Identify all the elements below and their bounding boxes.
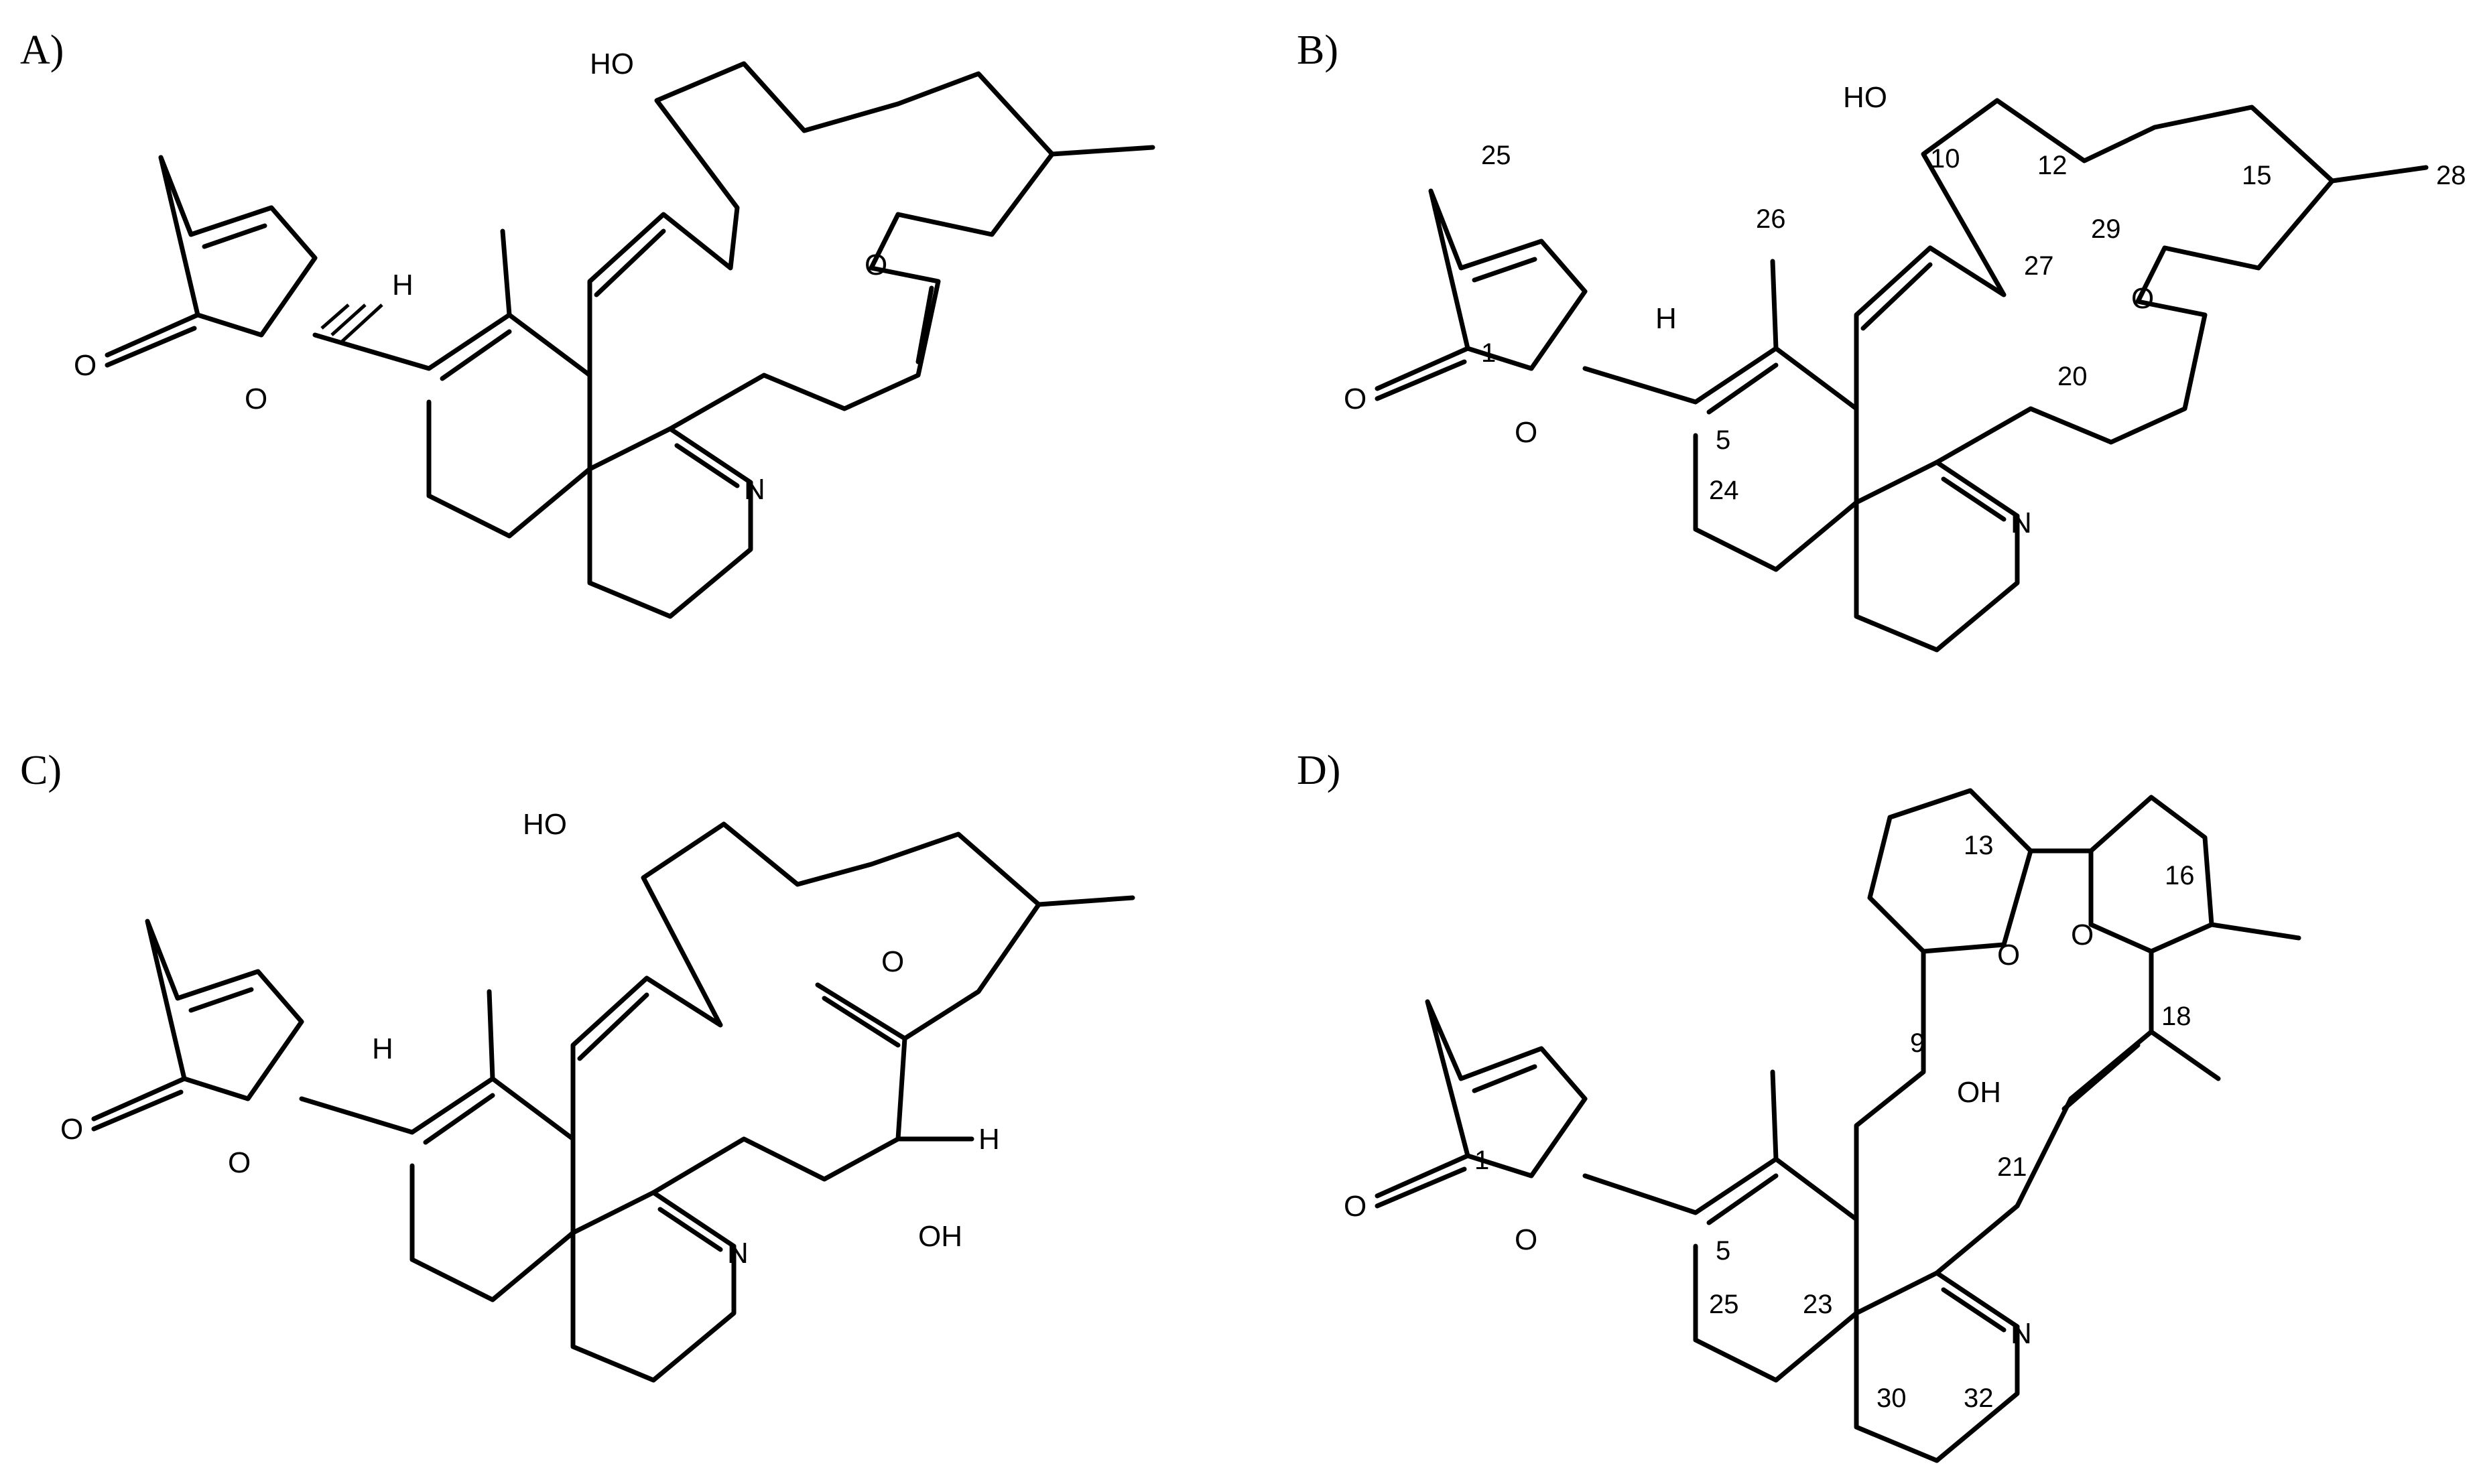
panel-d-cyclohexene <box>1582 1156 1859 1383</box>
panel-a-macrocycle-bottom <box>668 151 1055 431</box>
panel-d-left-o: O <box>1997 939 2020 971</box>
panel-b-ho: HO <box>1843 81 1887 114</box>
panel-d-num-9: 9 <box>1910 1028 1925 1058</box>
panel-d-num-13: 13 <box>1964 831 1994 860</box>
panel-b-num-12: 12 <box>2037 151 2068 180</box>
panel-d-num-21: 21 <box>1997 1152 2027 1182</box>
panel-d: D) O O N O O OH 1 5 25 23 30 32 9 13 16 … <box>1297 748 2301 1463</box>
panel-c-macrocycle-top <box>570 821 1135 1142</box>
panel-d-num-23: 23 <box>1803 1290 1833 1319</box>
panel-d-ring-o: O <box>1515 1223 1537 1256</box>
panel-b-num-24: 24 <box>1709 476 1739 505</box>
panel-b-num-28: 28 <box>2436 161 2466 190</box>
panel-d-num-18: 18 <box>2161 1002 2191 1031</box>
panel-c-n: N <box>727 1237 749 1270</box>
panel-b-carbonyl-o: O <box>1344 383 1366 415</box>
panel-c-imine-ring <box>570 1190 737 1383</box>
panel-c-furanone-ring <box>145 919 304 1101</box>
panel-d-label: D) <box>1297 748 1340 793</box>
panel-d-right-thf <box>2028 795 2214 954</box>
panel-b-h: H <box>1655 302 1677 335</box>
panel-b-num-29: 29 <box>2091 214 2121 244</box>
panel-a-ring-o: O <box>245 383 267 415</box>
panel-b-num-26: 26 <box>1756 204 1786 234</box>
panel-b-bridge-o: O <box>2131 282 2154 315</box>
panel-b-furanone-ring <box>1428 188 1588 371</box>
panel-b-ring-o: O <box>1515 416 1537 449</box>
panel-c: C) O O H N HO O H OH <box>20 748 1135 1383</box>
panel-b-macrocycle-bottom <box>1934 178 2335 465</box>
panel-b-num-15: 15 <box>2242 161 2272 190</box>
panel-c-h-left: H <box>372 1032 393 1065</box>
panel-d-num-16: 16 <box>2165 861 2195 890</box>
panel-a-n: N <box>744 473 765 506</box>
panel-d-num-5: 5 <box>1716 1236 1730 1266</box>
panel-b-num-10: 10 <box>1930 144 1960 174</box>
panel-d-right-o: O <box>2071 919 2094 951</box>
panel-b: B) O O H N HO O 25 1 5 24 26 10 12 27 29… <box>1297 27 2466 653</box>
panel-b-num-27: 27 <box>2024 251 2054 281</box>
panel-c-macrocycle-bottom <box>651 902 1041 1195</box>
panel-a-imine-ring <box>587 426 753 619</box>
panel-a-ho: HO <box>590 48 634 80</box>
panel-c-h-right: H <box>978 1123 1000 1156</box>
panel-c-bridge-o: O <box>881 945 904 978</box>
panel-c-cyclohexene <box>299 1076 576 1302</box>
panel-a-bridge-o: O <box>865 249 887 281</box>
panel-a-label: A) <box>20 27 64 73</box>
panel-d-oh: OH <box>1957 1076 2001 1109</box>
panel-b-num-25: 25 <box>1481 141 1511 170</box>
panel-a-carbonyl-o: O <box>74 349 97 382</box>
panel-d-n: N <box>2011 1317 2032 1350</box>
panel-d-num-32: 32 <box>1964 1384 1994 1413</box>
panel-c-ho: HO <box>523 808 567 841</box>
panel-b-num-5: 5 <box>1716 425 1730 455</box>
panel-a: A) O O H N HO O <box>20 27 1155 619</box>
panel-b-macrocycle-top <box>1854 98 2429 411</box>
panel-d-left-thf <box>1854 788 2033 1222</box>
panel-d-carbonyl-o: O <box>1344 1190 1366 1223</box>
panel-b-cyclohexene <box>1582 346 1859 572</box>
panel-d-imine-ring <box>1854 1270 2020 1463</box>
panel-b-num-20: 20 <box>2057 362 2088 391</box>
panel-b-label: B) <box>1297 27 1338 73</box>
panel-a-h: H <box>392 269 414 301</box>
panel-c-carbonyl-o: O <box>60 1113 83 1146</box>
panel-d-furanone-ring <box>1425 999 1588 1178</box>
panel-d-num-1: 1 <box>1474 1146 1489 1175</box>
panel-d-num-30: 30 <box>1877 1384 1907 1413</box>
panel-a-cyclohexene <box>312 312 592 539</box>
panel-b-n: N <box>2011 507 2032 539</box>
panel-a-macrocycle-top <box>587 61 1155 378</box>
panel-d-macrocycle-right <box>1934 949 2221 1276</box>
panel-b-num-1: 1 <box>1481 338 1496 368</box>
panel-a-furanone-ring <box>158 155 318 338</box>
panel-c-label: C) <box>20 748 62 793</box>
panel-c-ring-o: O <box>228 1146 251 1179</box>
panel-d-num-25: 25 <box>1709 1290 1739 1319</box>
panel-b-imine-ring <box>1854 460 2020 653</box>
panel-c-oh: OH <box>918 1220 962 1253</box>
